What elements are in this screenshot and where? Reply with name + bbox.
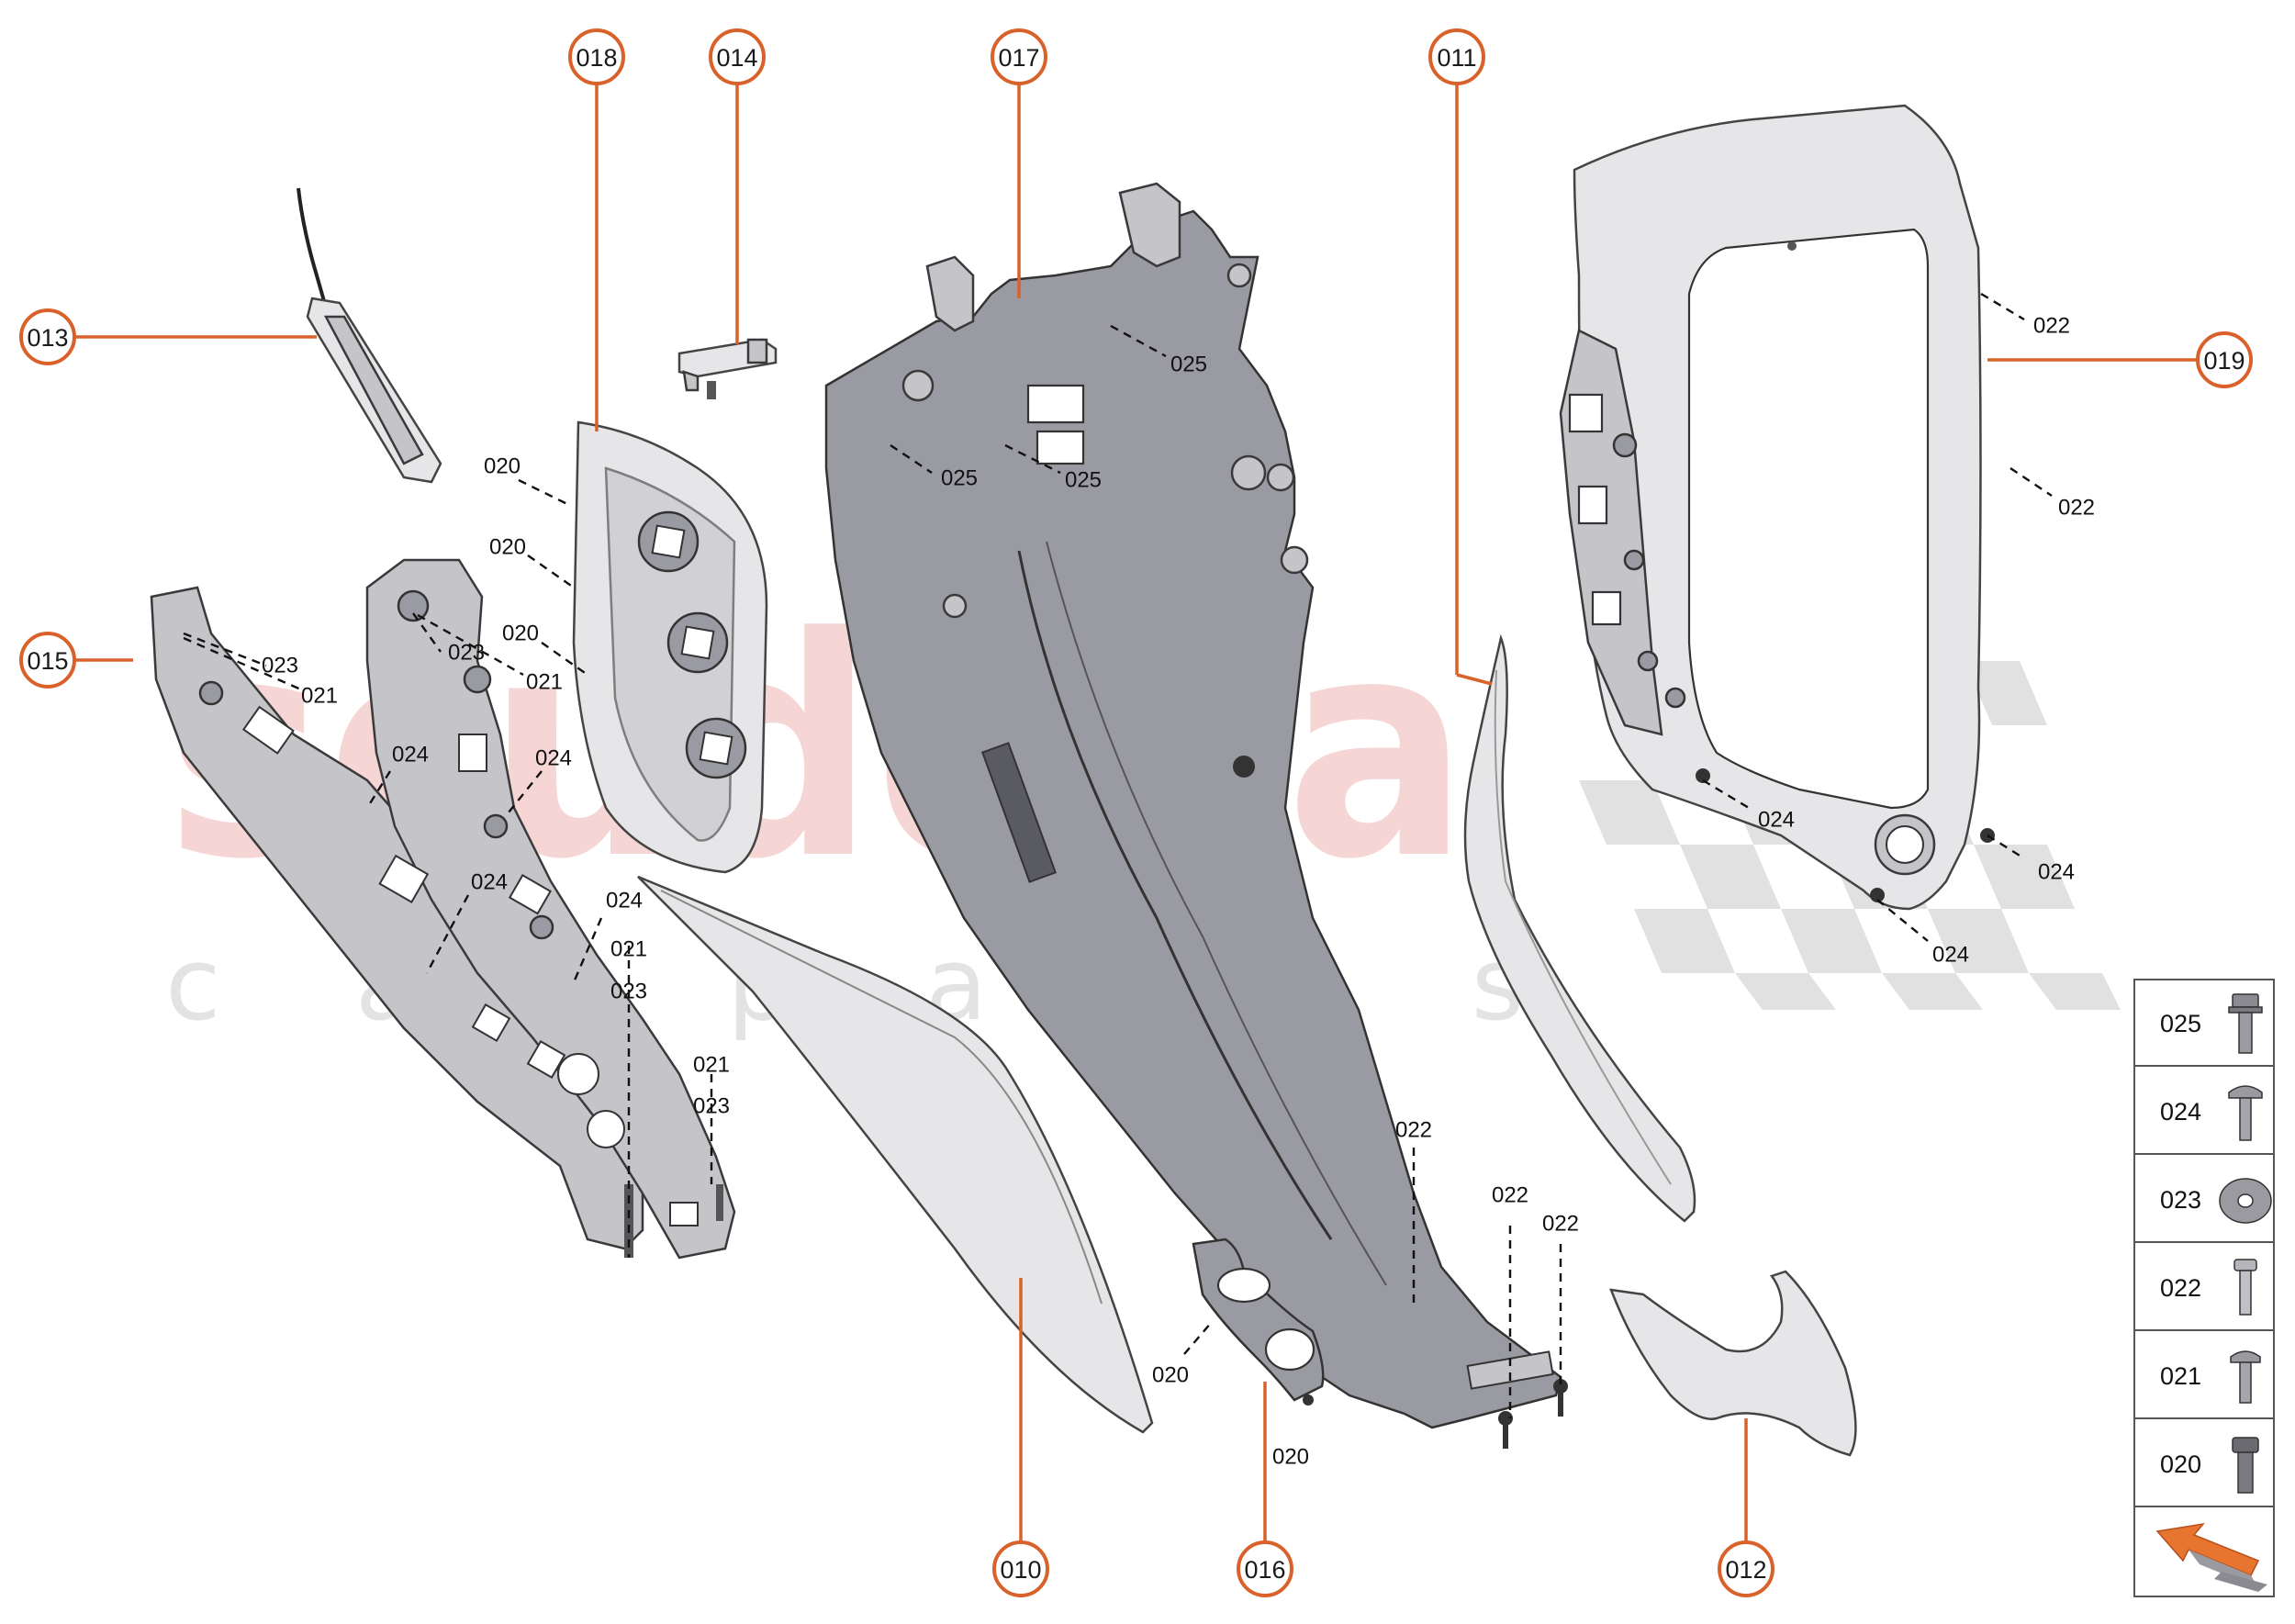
ref-label: 025 <box>1065 468 1102 493</box>
callout-010[interactable]: 010 <box>992 1540 1049 1597</box>
ref-label: 020 <box>1272 1445 1309 1470</box>
part-015-bracket <box>150 558 736 1260</box>
ref-label: 024 <box>392 743 429 767</box>
callouts: 018 014 017 011 013 015 019 010 <box>19 28 2253 1597</box>
part-019-frame <box>1559 104 1995 911</box>
ref-label: 023 <box>693 1094 730 1119</box>
ref-label: 025 <box>1170 353 1207 377</box>
ref-label: 024 <box>1758 808 1795 833</box>
legend-label-021: 021 <box>2160 1362 2201 1390</box>
callout-label: 013 <box>27 324 68 352</box>
part-012-trim-piece <box>1609 1270 1857 1457</box>
ref-label: 021 <box>526 670 563 695</box>
callout-label: 015 <box>27 647 68 675</box>
pan-screw-icon <box>2228 1085 2263 1141</box>
callout-012[interactable]: 012 <box>1718 1540 1774 1597</box>
ref-label: 020 <box>1152 1363 1189 1388</box>
callout-leaders <box>73 83 2199 1556</box>
callout-019[interactable]: 019 <box>2196 331 2253 388</box>
ref-label: 022 <box>2033 314 2070 339</box>
callout-label: 011 <box>1437 44 1476 72</box>
callout-016[interactable]: 016 <box>1237 1540 1293 1597</box>
callout-label: 016 <box>1244 1556 1285 1584</box>
ref-label: 024 <box>2038 860 2075 885</box>
callout-015[interactable]: 015 <box>19 632 76 689</box>
ref-label: 021 <box>301 684 338 709</box>
screw-icon <box>2233 1259 2257 1316</box>
callout-label: 019 <box>2203 347 2245 375</box>
callout-label: 010 <box>1000 1556 1041 1584</box>
callout-017[interactable]: 017 <box>991 28 1047 85</box>
callout-011[interactable]: 011 <box>1428 28 1485 85</box>
part-014-clip <box>677 338 778 399</box>
legend-label-024: 024 <box>2160 1098 2201 1126</box>
legend-label-025: 025 <box>2160 1010 2201 1037</box>
part-013-sensor <box>297 187 442 484</box>
part-016-plate <box>1192 1238 1325 1406</box>
callout-018[interactable]: 018 <box>568 28 625 85</box>
flange-bolt-icon <box>2228 993 2263 1054</box>
ref-label: 025 <box>941 466 978 491</box>
callout-014[interactable]: 014 <box>709 28 766 85</box>
ref-label: 020 <box>484 454 521 479</box>
part-011-side-trim <box>1463 633 1696 1223</box>
washer-icon <box>2219 1178 2272 1224</box>
ref-label: 020 <box>489 535 526 560</box>
part-018-switch-panel <box>572 420 768 874</box>
legend-label-020: 020 <box>2160 1450 2201 1478</box>
ref-label: 024 <box>471 870 508 895</box>
callout-label: 017 <box>998 44 1039 72</box>
ref-label: 024 <box>1932 943 1969 968</box>
ref-dash-lines <box>183 292 2053 1418</box>
ref-label: 024 <box>535 746 572 771</box>
callout-label: 014 <box>716 44 757 72</box>
legend-label-022: 022 <box>2160 1274 2201 1302</box>
direction-arrow-icon <box>2155 1522 2267 1592</box>
part-017-console-body <box>824 182 1568 1449</box>
ref-labels: 025 025 025 022 022 022 022 022 024 024 … <box>262 314 2095 1470</box>
part-010-trim-strip <box>637 875 1154 1434</box>
fastener-legend: 025 024 023 022 021 020 <box>2133 979 2275 1597</box>
ref-label: 023 <box>448 641 485 666</box>
ref-label: 022 <box>1395 1118 1432 1143</box>
ref-label: 023 <box>610 980 647 1004</box>
screw-icon <box>2230 1350 2261 1404</box>
callout-label: 018 <box>576 44 617 72</box>
ref-label: 022 <box>1542 1212 1579 1237</box>
legend-label-023: 023 <box>2160 1186 2201 1214</box>
ref-label: 023 <box>262 654 298 678</box>
bolt-icon <box>2232 1437 2259 1494</box>
callout-013[interactable]: 013 <box>19 308 76 365</box>
ref-label: 021 <box>693 1053 730 1078</box>
ref-label: 021 <box>610 937 647 962</box>
ref-label: 022 <box>2058 496 2095 521</box>
callout-label: 012 <box>1725 1556 1766 1584</box>
ref-label: 020 <box>502 622 539 646</box>
ref-label: 024 <box>606 889 643 913</box>
ref-label: 022 <box>1492 1183 1528 1208</box>
